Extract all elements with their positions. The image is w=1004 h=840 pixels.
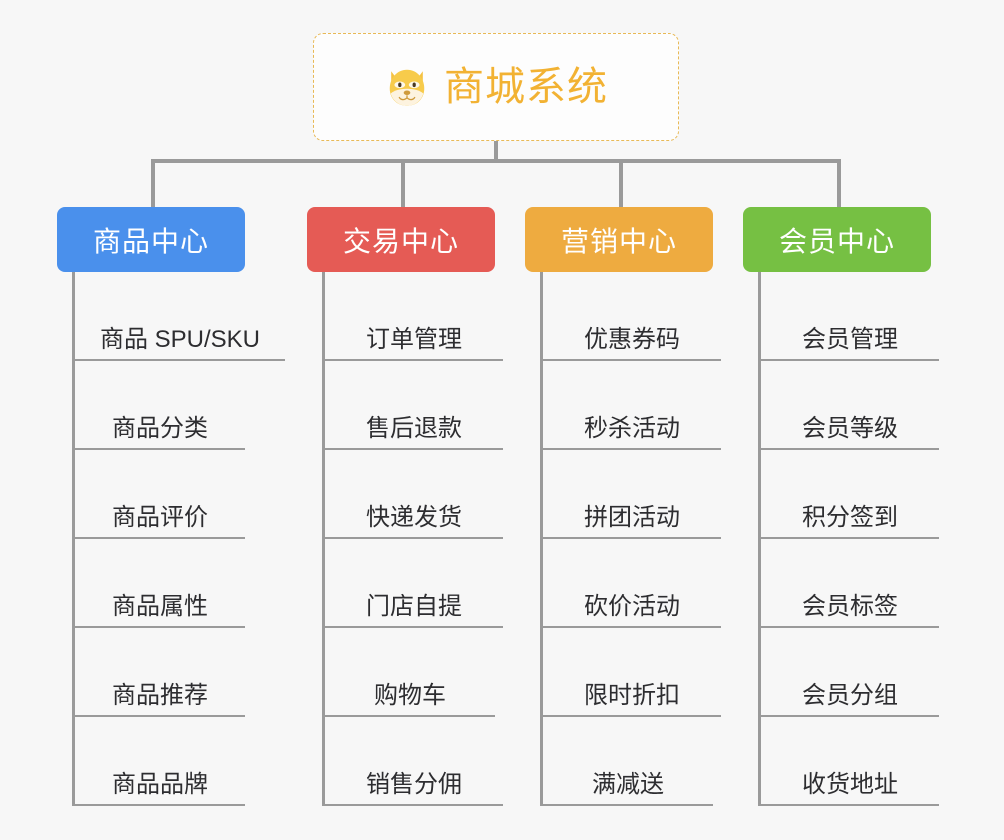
leaf-label: 门店自提 [366,592,462,620]
leaf-item[interactable]: 商品评价 [75,450,245,539]
leaf-label: 满减送 [592,770,664,798]
leaf-label: 拼团活动 [584,503,680,531]
connector-drop-member-center [837,159,841,209]
leaf-label: 销售分佣 [366,770,462,798]
leaf-label: 积分签到 [802,503,898,531]
root-title: 商城系统 [444,65,608,109]
leaf-item[interactable]: 会员等级 [761,361,939,450]
category-header-product-center[interactable]: 商品中心 [57,207,245,272]
leaf-label: 商品 SPU/SKU [99,325,261,353]
category-title: 会员中心 [778,225,895,257]
leaf-item[interactable]: 商品 SPU/SKU [75,272,285,361]
category-title: 营销中心 [560,225,677,257]
leaf-item[interactable]: 商品品牌 [75,717,245,806]
leaf-item[interactable]: 会员分组 [761,628,939,717]
leaf-item[interactable]: 会员标签 [761,539,939,628]
branch-trade-center: 交易中心 订单管理 售后退款 快递发货 门店自提 购物车 销售分佣 [307,207,503,806]
connector-drop-trade-center [401,159,405,209]
leaf-label: 商品推荐 [112,681,208,709]
category-header-member-center[interactable]: 会员中心 [743,207,931,272]
leaf-item[interactable]: 购物车 [325,628,495,717]
leaf-list-trade-center: 订单管理 售后退款 快递发货 门店自提 购物车 销售分佣 [322,272,510,806]
leaf-label: 会员等级 [802,414,898,442]
category-title: 交易中心 [342,225,459,257]
category-header-trade-center[interactable]: 交易中心 [307,207,495,272]
leaf-item[interactable]: 商品属性 [75,539,245,628]
leaf-label: 售后退款 [366,414,462,442]
leaf-item[interactable]: 订单管理 [325,272,503,361]
leaf-item[interactable]: 满减送 [543,717,713,806]
leaf-list-member-center: 会员管理 会员等级 积分签到 会员标签 会员分组 收货地址 [758,272,946,806]
leaf-item[interactable]: 售后退款 [325,361,503,450]
branch-marketing-center: 营销中心 优惠券码 秒杀活动 拼团活动 砍价活动 限时折扣 满减送 [525,207,721,806]
leaf-label: 快递发货 [366,503,462,531]
leaf-item[interactable]: 拼团活动 [543,450,721,539]
leaf-label: 会员标签 [802,592,898,620]
leaf-item[interactable]: 砍价活动 [543,539,721,628]
leaf-item[interactable]: 快递发货 [325,450,503,539]
leaf-label: 收货地址 [802,770,898,798]
leaf-item[interactable]: 会员管理 [761,272,939,361]
leaf-label: 优惠券码 [584,325,680,353]
connector-drop-marketing-center [619,159,623,209]
leaf-list-product-center: 商品 SPU/SKU 商品分类 商品评价 商品属性 商品推荐 商品品牌 [72,272,285,806]
branch-member-center: 会员中心 会员管理 会员等级 积分签到 会员标签 会员分组 收货地址 [743,207,939,806]
leaf-label: 秒杀活动 [584,414,680,442]
leaf-item[interactable]: 门店自提 [325,539,503,628]
leaf-item[interactable]: 商品分类 [75,361,245,450]
leaf-label: 购物车 [374,681,446,709]
connector-horizontal-bus [151,159,841,163]
leaf-label: 会员分组 [802,681,898,709]
category-title: 商品中心 [92,225,209,257]
leaf-label: 商品评价 [112,503,208,531]
leaf-item[interactable]: 限时折扣 [543,628,721,717]
leaf-label: 会员管理 [802,325,898,353]
root-node[interactable]: 商城系统 [313,33,679,141]
leaf-item[interactable]: 收货地址 [761,717,939,806]
category-header-marketing-center[interactable]: 营销中心 [525,207,713,272]
leaf-item[interactable]: 优惠券码 [543,272,721,361]
leaf-item[interactable]: 销售分佣 [325,717,503,806]
leaf-label: 商品品牌 [112,770,208,798]
leaf-label: 商品分类 [112,414,208,442]
leaf-label: 订单管理 [366,325,462,353]
leaf-label: 限时折扣 [584,681,680,709]
leaf-item[interactable]: 积分签到 [761,450,939,539]
dog-face-icon [389,69,425,106]
leaf-list-marketing-center: 优惠券码 秒杀活动 拼团活动 砍价活动 限时折扣 满减送 [540,272,728,806]
connector-root-stem [494,141,498,163]
branch-product-center: 商品中心 商品 SPU/SKU 商品分类 商品评价 商品属性 商品推荐 商品品牌 [57,207,285,806]
leaf-item[interactable]: 秒杀活动 [543,361,721,450]
leaf-item[interactable]: 商品推荐 [75,628,245,717]
leaf-label: 砍价活动 [584,592,680,620]
connector-drop-product-center [151,159,155,209]
leaf-label: 商品属性 [112,592,208,620]
